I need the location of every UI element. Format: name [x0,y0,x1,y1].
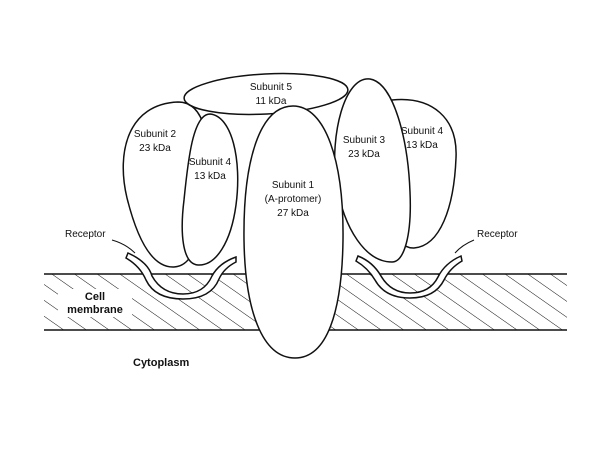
membrane-label-line1: Cell [85,291,105,303]
subunit-2-mass: 23 kDa [139,143,171,154]
subunit-4-left: Subunit 4 13 kDa [181,113,239,266]
receptor-right-leader [454,239,475,254]
subunit-4-left-shape [181,113,239,266]
receptor-left-cup [125,251,237,300]
subunit-3-name: Subunit 3 [343,135,386,146]
subunit-5: Subunit 5 11 kDa [183,72,349,116]
subunit-1-name: Subunit 1 [272,180,315,191]
subunit-4-left-name: Subunit 4 [189,157,232,168]
subunit-1-detail: (A-protomer) [265,194,322,205]
receptor-right [355,254,463,299]
subunit-2-name: Subunit 2 [134,129,177,140]
subunit-5-shape [183,72,349,116]
subunit-3-mass: 23 kDa [348,149,380,160]
subunit-1-shape [243,105,344,359]
receptor-left-leader [111,239,136,254]
subunit-1-mass: 27 kDa [277,208,309,219]
receptor-left-label: Receptor [65,229,106,240]
subunit-1: Subunit 1 (A-protomer) 27 kDa [243,105,344,359]
receptor-right-cup [355,254,463,299]
subunit-4-right-mass: 13 kDa [406,140,438,151]
receptor-right-label: Receptor [477,229,518,240]
subunit-3: Subunit 3 23 kDa [333,78,412,263]
membrane-label-mask [58,289,132,317]
subunit-3-shape [333,78,412,263]
cytoplasm-label: Cytoplasm [133,357,189,369]
subunit-4-left-mass: 13 kDa [194,171,226,182]
receptor-left [125,251,237,300]
subunit-5-name: Subunit 5 [250,82,293,93]
subunit-4-right-name: Subunit 4 [401,126,444,137]
membrane-label-line2: membrane [67,304,123,316]
subunit-5-mass: 11 kDa [256,96,287,107]
